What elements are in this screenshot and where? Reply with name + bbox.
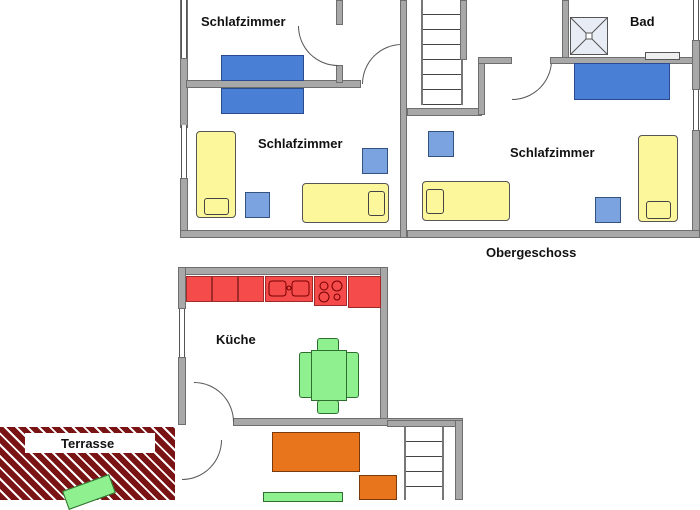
room-label-left-bedroom: Schlafzimmer xyxy=(258,136,343,151)
room-label-kitchen: Küche xyxy=(216,332,256,347)
bed xyxy=(638,135,678,222)
kitchen-cabinet xyxy=(186,276,212,302)
sink-icon xyxy=(645,52,680,60)
door xyxy=(194,382,234,422)
wall xyxy=(460,0,467,60)
wall xyxy=(455,420,463,500)
wall xyxy=(692,130,700,238)
terrace-label-box xyxy=(25,433,155,453)
bed xyxy=(422,181,510,221)
pillow xyxy=(204,198,229,215)
coffee-table xyxy=(263,492,343,502)
door xyxy=(182,440,222,480)
room-label-top-bedroom: Schlafzimmer xyxy=(201,14,286,29)
wall xyxy=(380,267,388,425)
sofa xyxy=(272,432,360,472)
bed xyxy=(196,131,236,218)
nightstand xyxy=(245,192,270,218)
door xyxy=(512,58,552,100)
window xyxy=(181,0,187,60)
pillow xyxy=(646,201,671,219)
wall xyxy=(178,267,186,309)
door xyxy=(362,44,402,84)
window xyxy=(693,0,699,40)
kitchen-cabinet xyxy=(348,276,381,308)
sink-icon xyxy=(265,276,313,302)
wall xyxy=(186,80,361,88)
room-label-bathroom: Bad xyxy=(630,14,655,29)
wardrobe xyxy=(574,63,670,100)
wall xyxy=(180,58,188,128)
shower-icon xyxy=(570,17,608,55)
wall xyxy=(336,0,343,25)
dining-chair xyxy=(317,400,339,414)
wall xyxy=(400,0,407,238)
dining-chair xyxy=(345,352,359,398)
wall xyxy=(692,40,700,90)
nightstand xyxy=(428,131,454,157)
wall xyxy=(407,230,700,238)
pillow xyxy=(426,189,444,214)
wall xyxy=(387,420,463,427)
nightstand xyxy=(595,197,621,223)
wall xyxy=(178,267,388,275)
staircase xyxy=(404,427,444,500)
room-label-terrace: Terrasse xyxy=(61,436,115,451)
pillow xyxy=(368,191,385,216)
wall xyxy=(562,0,569,62)
wall xyxy=(178,357,186,425)
wall xyxy=(180,230,410,238)
door xyxy=(298,26,338,66)
wall xyxy=(478,57,512,64)
floor-title: Obergeschoss xyxy=(486,245,577,260)
staircase xyxy=(421,0,463,105)
nightstand xyxy=(362,148,388,174)
armchair xyxy=(359,475,397,500)
wall xyxy=(407,108,482,116)
wall xyxy=(336,65,343,83)
wall xyxy=(180,178,188,238)
wardrobe xyxy=(221,88,304,114)
wardrobe xyxy=(221,55,304,81)
dining-table xyxy=(311,350,347,401)
stove-icon xyxy=(314,276,347,306)
kitchen-cabinet xyxy=(212,276,238,302)
wall xyxy=(478,57,485,115)
kitchen-cabinet xyxy=(238,276,264,302)
bed xyxy=(302,183,389,223)
window xyxy=(179,309,185,359)
window xyxy=(693,90,699,130)
window xyxy=(181,125,187,180)
room-label-right-bedroom: Schlafzimmer xyxy=(510,145,595,160)
